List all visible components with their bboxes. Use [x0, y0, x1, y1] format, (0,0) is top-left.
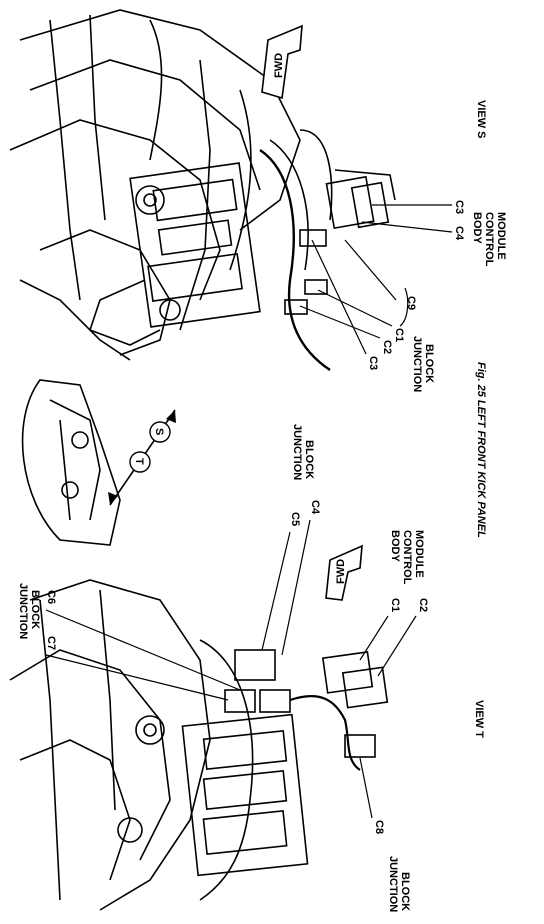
body-control-module-label-s: BODY CONTROL MODULE	[471, 212, 507, 267]
connector-c6-label: C6	[45, 590, 57, 604]
svg-text:MODULE: MODULE	[495, 212, 507, 260]
connector-c8-label: C8	[373, 820, 385, 834]
fwd-label-view-s: FWD	[273, 53, 285, 78]
connector-c7-label: C7	[45, 636, 57, 650]
svg-text:JUNCTION: JUNCTION	[291, 424, 303, 480]
svg-text:JUNCTION: JUNCTION	[17, 583, 29, 639]
figure-caption: Fig. 25 LEFT FRONT KICK PANEL	[475, 362, 487, 538]
junction-block-label-t-top: JUNCTION BLOCK	[17, 583, 41, 639]
connector-c2-label-t: C2	[417, 598, 429, 612]
svg-text:T: T	[133, 458, 145, 465]
connector-c1-label-s: C1	[393, 328, 405, 342]
junction-block-label-s: JUNCTION BLOCK	[411, 336, 435, 392]
view-s-marker	[149, 421, 171, 443]
view-t-marker	[129, 451, 151, 473]
connector-c4-label-t: C4	[309, 500, 321, 515]
body-control-module-label-t: BODY CONTROL MODULE	[389, 530, 425, 585]
connector-c4-bcm-label: C4	[453, 226, 465, 241]
connector-c9-label: C9	[405, 296, 417, 310]
connector-c5-label: C5	[289, 512, 301, 526]
fwd-arrow-view-t: FWD	[325, 544, 363, 601]
svg-text:CONTROL: CONTROL	[483, 212, 495, 267]
svg-text:JUNCTION: JUNCTION	[387, 856, 399, 912]
svg-text:BODY: BODY	[389, 530, 401, 562]
view-s-title: VIEW S	[475, 100, 487, 139]
connector-c3-bcm-label: C3	[453, 200, 465, 214]
view-t-title: VIEW T	[473, 700, 485, 738]
junction-block-label-t-mid: JUNCTION BLOCK	[291, 424, 315, 480]
svg-text:BODY: BODY	[471, 212, 483, 244]
svg-text:BLOCK: BLOCK	[29, 590, 41, 629]
locator-illustration	[21, 379, 121, 546]
connector-c1-label-t: C1	[389, 598, 401, 612]
view-locator: T S	[108, 409, 176, 506]
fwd-label-view-t: FWD	[335, 559, 347, 584]
junction-block-label-t-bottom: JUNCTION BLOCK	[387, 856, 411, 912]
svg-text:BLOCK: BLOCK	[303, 440, 315, 479]
svg-text:S: S	[153, 428, 165, 435]
fwd-arrow-view-s: FWD	[261, 24, 303, 100]
connector-c3-label-s: C3	[367, 356, 379, 370]
svg-text:JUNCTION: JUNCTION	[411, 336, 423, 392]
connector-c2-label-s: C2	[381, 340, 393, 354]
view-t-illustration	[9, 579, 389, 911]
svg-text:CONTROL: CONTROL	[401, 530, 413, 585]
view-s-illustration	[9, 9, 396, 371]
svg-text:MODULE: MODULE	[413, 530, 425, 578]
svg-text:BLOCK: BLOCK	[423, 344, 435, 383]
svg-text:BLOCK: BLOCK	[399, 872, 411, 911]
